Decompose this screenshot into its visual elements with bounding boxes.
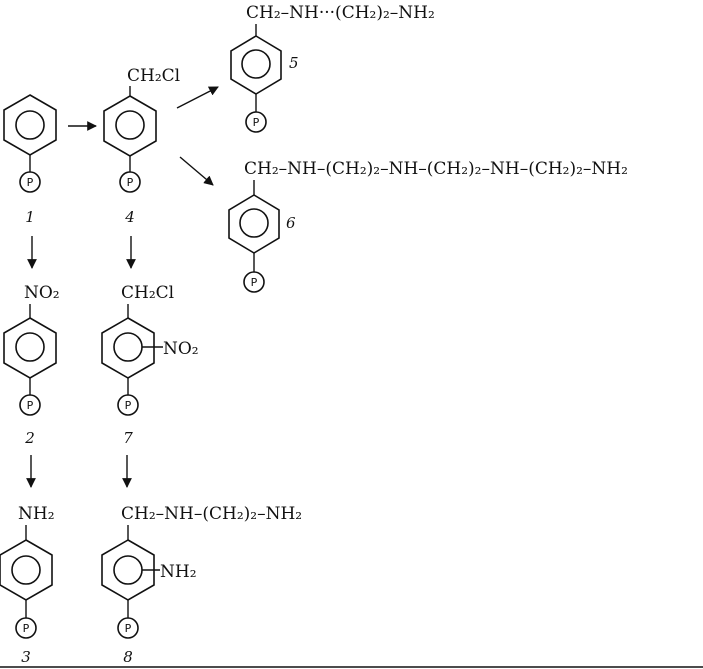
compound-number: 8 xyxy=(123,648,133,666)
substituent-label: CH₂–NH–(CH₂)₂–NH–(CH₂)₂–NH–(CH₂)₂–NH₂ xyxy=(244,159,628,179)
aromatic-inner-circle xyxy=(15,332,45,362)
aromatic-inner-circle xyxy=(113,332,143,362)
aromatic-inner-circle xyxy=(113,555,143,585)
compound-2: NO₂ P 2 xyxy=(3,283,60,447)
benzene-ring xyxy=(0,539,53,601)
benzene-ring xyxy=(3,94,57,156)
polymer-circle xyxy=(243,271,265,293)
polymer-circle xyxy=(19,171,41,193)
compound-7: CH₂Cl NO₂ P 7 xyxy=(101,283,199,447)
polymer-p-label: P xyxy=(23,622,30,635)
aromatic-inner-circle xyxy=(115,110,145,140)
compound-4: CH₂Cl P 4 xyxy=(103,66,180,226)
benzene-ring xyxy=(230,35,282,95)
compound-number: 5 xyxy=(289,54,299,72)
benzene-ring xyxy=(228,194,280,254)
polymer-circle xyxy=(245,111,267,133)
substituent-label: CH₂Cl xyxy=(121,283,174,303)
compound-3: NH₂ P 3 xyxy=(0,504,55,666)
polymer-p-label: P xyxy=(251,276,258,289)
compound-number: 6 xyxy=(286,214,296,232)
polymer-p-label: P xyxy=(125,622,132,635)
polymer-p-label: P xyxy=(27,399,34,412)
polymer-p-label: P xyxy=(27,176,34,189)
substituent-label: NH₂ xyxy=(18,504,55,524)
polymer-p-label: P xyxy=(125,399,132,412)
aromatic-inner-circle xyxy=(15,110,45,140)
arrow-4-to-6 xyxy=(179,156,214,186)
compound-1: P 1 xyxy=(3,94,57,226)
polymer-circle xyxy=(117,617,139,639)
benzene-ring xyxy=(101,317,155,379)
substituent-label: NO₂ xyxy=(24,283,60,303)
substituent-label: CH₂–NH–(CH₂)₂–NH₂ xyxy=(121,504,302,524)
arrow-4-to-5 xyxy=(176,86,219,109)
aromatic-inner-circle xyxy=(11,555,41,585)
compound-8: CH₂–NH–(CH₂)₂–NH₂ NH₂ P 8 xyxy=(101,504,302,666)
ring-substituent-label: NH₂ xyxy=(160,562,197,582)
compound-6: CH₂–NH–(CH₂)₂–NH–(CH₂)₂–NH–(CH₂)₂–NH₂ 6 … xyxy=(228,159,628,293)
ring-substituent-label: NO₂ xyxy=(163,339,199,359)
compound-number: 1 xyxy=(25,208,35,226)
polymer-circle xyxy=(19,394,41,416)
polymer-p-label: P xyxy=(253,116,260,129)
polymer-circle xyxy=(117,394,139,416)
polymer-p-label: P xyxy=(127,176,134,189)
benzene-ring xyxy=(103,95,157,157)
polymer-circle xyxy=(119,171,141,193)
compound-number: 2 xyxy=(24,429,35,447)
compound-5: CH₂–NH···(CH₂)₂–NH₂ 5 P xyxy=(230,3,435,133)
compound-number: 7 xyxy=(123,429,133,447)
aromatic-inner-circle xyxy=(241,49,271,79)
benzene-ring xyxy=(3,317,57,379)
polymer-circle xyxy=(15,617,37,639)
compound-number: 4 xyxy=(124,208,135,226)
aromatic-inner-circle xyxy=(239,208,269,238)
compound-number: 3 xyxy=(21,648,31,666)
substituent-label: CH₂Cl xyxy=(127,66,180,86)
substituent-label: CH₂–NH···(CH₂)₂–NH₂ xyxy=(246,3,435,23)
